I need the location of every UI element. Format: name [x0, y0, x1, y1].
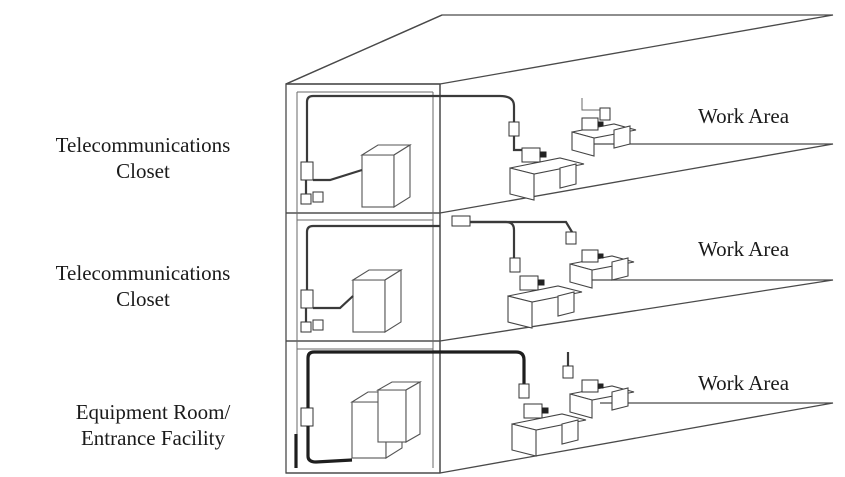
- floor2-closet-equipment: [301, 226, 440, 332]
- floor3-work-area: [509, 98, 636, 200]
- floor1-room-label: Equipment Room/ Entrance Facility: [28, 399, 278, 451]
- floor3-closet-label-line2: Closet: [8, 158, 278, 184]
- floor3-cross-connect: [301, 162, 313, 180]
- ground-plane: [440, 403, 833, 473]
- floor3-closet-label: Telecommunications Closet: [8, 132, 278, 184]
- floor3-rack: [362, 155, 394, 207]
- floor2-rack: [353, 280, 385, 332]
- floor3-closet-label-line1: Telecommunications: [8, 132, 278, 158]
- floor1-entrance-panel: [301, 408, 313, 426]
- floor1-room-label-line2: Entrance Facility: [28, 425, 278, 451]
- floor2-closet-label-line2: Closet: [8, 286, 278, 312]
- floor2-closet-label-line1: Telecommunications: [8, 260, 278, 286]
- floor2-work-area-label: Work Area: [698, 236, 789, 262]
- floor1-work-area: [512, 352, 634, 456]
- floor2-closet-label: Telecommunications Closet: [8, 260, 278, 312]
- roof-plane: [286, 15, 833, 84]
- floor1-work-area-label: Work Area: [698, 370, 789, 396]
- floor2-cross-connect: [301, 290, 313, 308]
- floor2-work-area: [452, 216, 634, 328]
- floor3-closet-equipment: [301, 96, 514, 207]
- floor1-room-label-line1: Equipment Room/: [28, 399, 278, 425]
- floor2-consolidation-box: [452, 216, 470, 226]
- floor1-rack-back: [378, 390, 406, 442]
- floor3-work-area-label: Work Area: [698, 103, 789, 129]
- floor1-equipment-room: [296, 352, 524, 468]
